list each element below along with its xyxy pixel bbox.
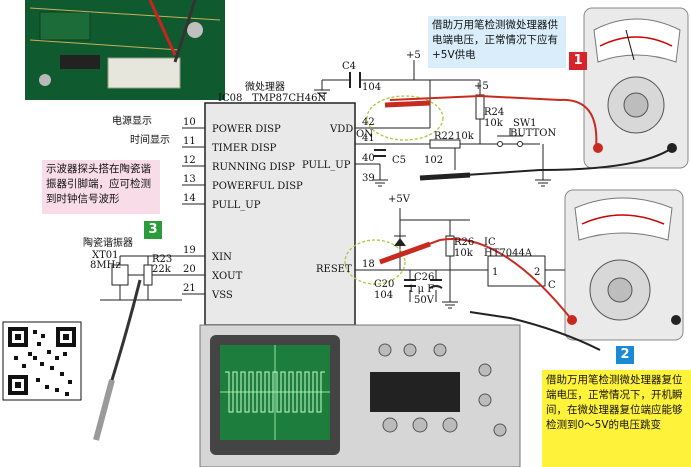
r24-resistor <box>475 94 485 120</box>
pin-num-12: 12 <box>183 155 196 166</box>
sw1-label: SW1 <box>513 118 537 129</box>
pcb-photo <box>25 0 225 100</box>
sw1-sub: BUTTON <box>510 128 557 139</box>
reset-highlight <box>344 239 406 285</box>
pin-name-powerful-disp: POWERFUL DISP <box>212 181 303 192</box>
chip-body <box>204 102 356 326</box>
vdd-highlight <box>366 95 444 141</box>
right-pin-wires <box>321 60 544 271</box>
note-power-check: 借助万用笔检测微处理器供电端电压，正常情况下应有+5V供电 <box>428 16 566 68</box>
r24-label: R24 <box>484 107 504 118</box>
pin-name-xout: XOUT <box>212 271 243 282</box>
reset-circuit <box>399 208 565 302</box>
c26-voltage: 50V <box>414 295 435 306</box>
c4-value: 104 <box>362 82 381 93</box>
badge-1: 1 <box>569 52 587 70</box>
pin-num-42: 42 <box>362 117 375 128</box>
multimeter-reset <box>564 189 684 341</box>
r22-label: R22 <box>434 131 454 142</box>
pin-name-timer-disp: TIMER DISP <box>212 143 277 154</box>
pin-num-19: 19 <box>183 245 196 256</box>
note-reset-check: 借助万用笔检测微处理器复位端电压，正常情况下，开机瞬间，在微处理器复位端应能够检… <box>542 370 691 467</box>
plus5-probe: +5 <box>474 81 489 92</box>
r23-label: R23 <box>152 254 172 265</box>
pin-num-18: 18 <box>362 259 375 270</box>
r24-value: 10k <box>484 118 504 129</box>
pin-num-11: 11 <box>183 136 196 147</box>
oscilloscope <box>199 324 521 467</box>
ic-pin1: 1 <box>492 267 498 278</box>
badge-2: 2 <box>616 346 634 364</box>
c5-label: C5 <box>392 155 406 166</box>
ic-label: IC <box>484 237 496 248</box>
chip-model: TMP87CH46N <box>252 93 326 104</box>
multimeter-top <box>583 7 689 169</box>
pin-name-vss: VSS <box>211 290 233 301</box>
pin-name-reset: RESET <box>316 264 352 275</box>
ic-pin2: 2 <box>534 267 540 278</box>
note-oscilloscope-check: 示波器探头搭在陶瓷谐振器引脚端，应可检测到时钟信号波形 <box>42 160 160 214</box>
r22-value: 10k <box>455 131 475 142</box>
pin-name-xin: XIN <box>212 252 232 263</box>
pin-note-timer: 时间显示 <box>130 133 170 146</box>
pin-num-21: 21 <box>183 283 196 294</box>
r22-resistor <box>429 139 461 149</box>
xt01-label: XT01 <box>92 250 119 261</box>
c-right-label: C <box>548 280 556 291</box>
r26-label: R26 <box>454 237 474 248</box>
xt-label: 陶瓷谐振器 <box>83 236 133 249</box>
r23-resistor <box>143 264 153 286</box>
r26-value: 10k <box>454 248 474 259</box>
c4-label: C4 <box>342 61 356 72</box>
c5-value: 102 <box>424 155 443 166</box>
badge-3: 3 <box>144 221 162 239</box>
left-pin-wires <box>182 127 205 295</box>
pin-name-pull-up-left: PULL_UP <box>212 200 261 211</box>
pin-num-13: 13 <box>183 174 196 185</box>
xt01-crystal <box>111 264 129 286</box>
c26-value: 1 μ F <box>408 284 434 295</box>
sw1-button <box>497 128 523 147</box>
pin-name-power-disp: POWER DISP <box>212 124 281 135</box>
pin-num-20: 20 <box>183 264 196 275</box>
ic-model: HT7044A <box>484 248 533 259</box>
c26-label: C26 <box>414 272 434 283</box>
diode-symbol <box>394 238 406 246</box>
c20-label: C20 <box>374 279 394 290</box>
chip-maker: 微处理器 <box>245 80 285 93</box>
pin-name-vdd: VDD <box>329 124 353 135</box>
plus5-top: +5 <box>406 50 421 61</box>
xt-frequency: 8MHz <box>90 260 121 271</box>
c20-value: 104 <box>374 290 393 301</box>
pin-name-on: ON <box>356 129 373 140</box>
r26-resistor <box>445 235 455 257</box>
pin-num-40: 40 <box>362 153 375 164</box>
pin-note-power: 电源显示 <box>112 114 152 127</box>
pin-num-14: 14 <box>183 193 196 204</box>
chip-name: IC08 <box>218 93 242 104</box>
pin-num-10: 10 <box>183 117 196 128</box>
pin-name-running-disp: RUNNING DISP <box>212 162 295 173</box>
pin-num-41: 41 <box>362 133 375 144</box>
r23-value: 22k <box>152 264 172 275</box>
probes <box>93 94 673 441</box>
c26-capacitor-plate <box>429 285 443 289</box>
pin-num-39: 39 <box>362 173 375 184</box>
plus5v-label: +5V <box>388 194 411 205</box>
qr-code <box>2 321 82 401</box>
pin-name-pull-up-right: PULL_UP <box>302 160 351 171</box>
